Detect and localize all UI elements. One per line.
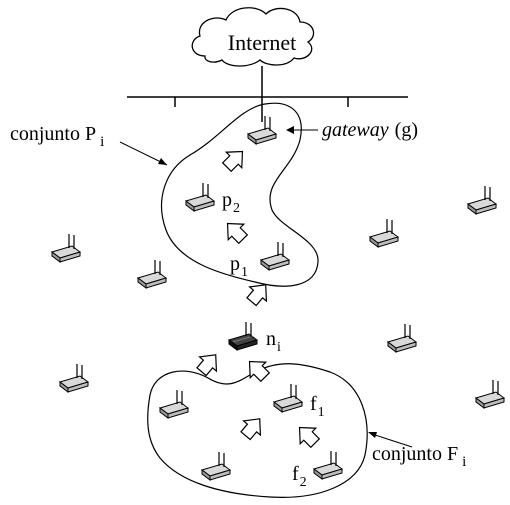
label-p1: p1: [230, 253, 248, 280]
cloud-label: Internet: [228, 30, 296, 55]
set-f-pointer: [371, 433, 413, 448]
router-icon: [59, 363, 89, 393]
internet-cloud: Internet: [191, 7, 315, 67]
router-icon: [51, 233, 81, 263]
label-f2: f2: [292, 463, 307, 490]
router-icon: [475, 379, 505, 409]
flow-arrow-icon: [236, 411, 269, 444]
label-p2: p2: [222, 189, 240, 216]
router-icon: [369, 218, 399, 248]
router-ni-icon: [228, 321, 258, 351]
flow-arrow-icon: [291, 419, 324, 452]
set-p-boundary: [161, 102, 319, 287]
router-p2-icon: [185, 182, 215, 212]
backbone-bus: [127, 66, 408, 122]
set-f-boundary: [147, 363, 368, 498]
router-icon: [137, 259, 167, 289]
router-icon: [201, 451, 231, 481]
flow-arrow-icon: [192, 347, 225, 380]
router-icon: [467, 185, 497, 215]
flow-arrow-icon: [241, 353, 274, 386]
router-icon: [159, 389, 189, 419]
router-f2-icon: [313, 450, 343, 480]
gateway-label: gateway(g): [322, 119, 418, 141]
flow-arrow-icon: [219, 215, 252, 248]
label-f1: f1: [310, 393, 325, 420]
router-icon: [387, 323, 417, 353]
router-p1-icon: [260, 241, 290, 271]
router-f1-icon: [273, 383, 303, 413]
label-ni: ni: [266, 328, 281, 355]
flow-arrow-icon: [218, 143, 251, 176]
set-p-pointer: [119, 141, 168, 166]
